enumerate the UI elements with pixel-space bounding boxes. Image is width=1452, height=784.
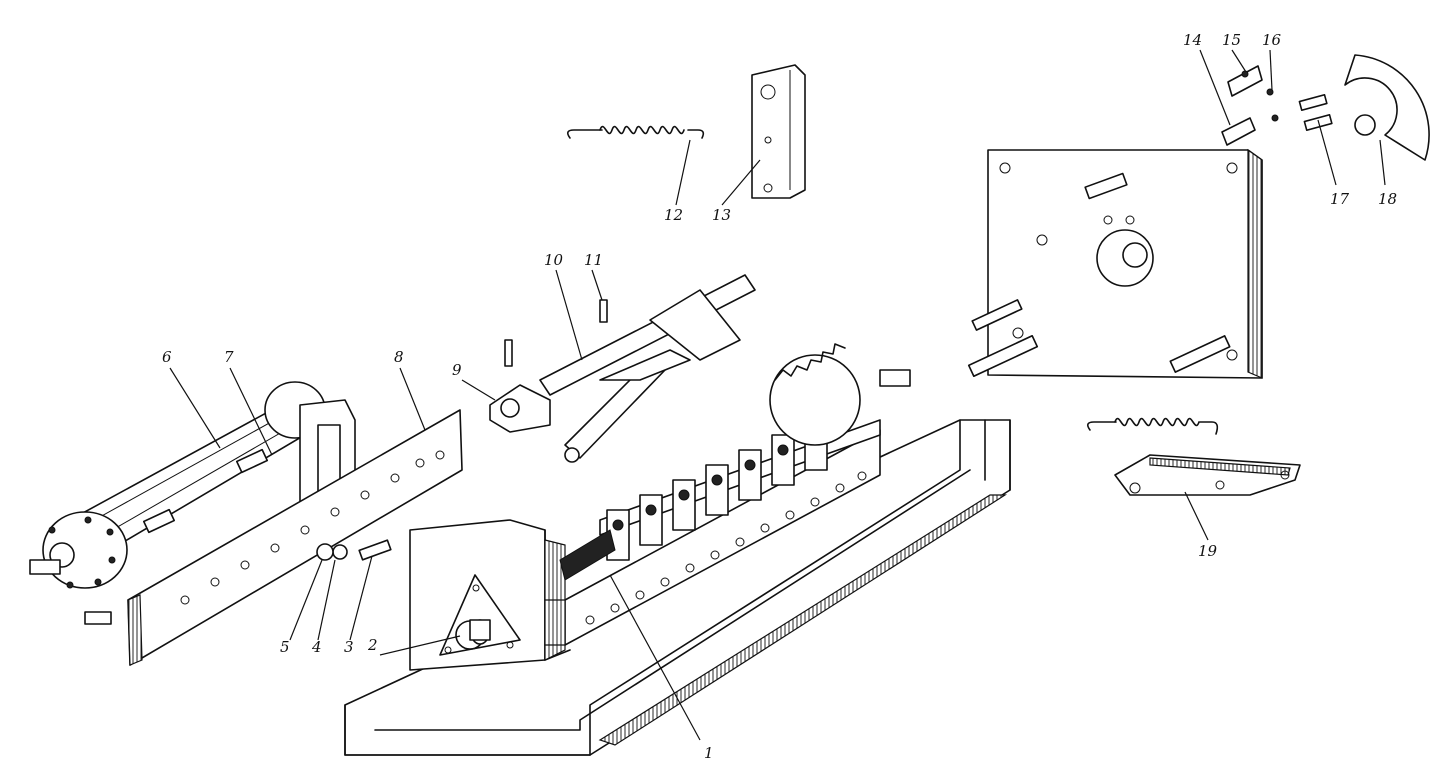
cam-segment-18: [1344, 54, 1430, 161]
leader-lines: [169, 49, 1386, 741]
pins-17: [1298, 93, 1333, 131]
label-4: 4: [311, 638, 322, 656]
label-11: 11: [584, 251, 603, 269]
label-6: 6: [162, 348, 172, 366]
label-12: 12: [664, 206, 683, 224]
label-19: 19: [1198, 542, 1218, 560]
label-16: 16: [1262, 31, 1282, 49]
label-2: 2: [367, 636, 378, 654]
base-plate: [967, 148, 1263, 379]
label-1: 1: [704, 744, 714, 762]
label-3: 3: [344, 638, 354, 656]
drum-cylinder: [29, 381, 331, 625]
mounting-bar: [127, 409, 463, 666]
small-brackets-14-15-16: [1221, 65, 1279, 146]
label-10: 10: [544, 251, 564, 269]
fasteners-3-4-5: [316, 539, 392, 561]
label-5: 5: [280, 638, 290, 656]
label-8: 8: [394, 348, 404, 366]
lever-13: [751, 64, 806, 199]
label-18: 18: [1378, 190, 1397, 208]
spring-12: [566, 125, 705, 139]
label-17: 17: [1330, 190, 1350, 208]
callout-labels: 1 2 3 4 5 6 7 8 9 10 11 12 13 14 15 16 1…: [162, 31, 1397, 762]
contact-block-assembly: [544, 343, 911, 646]
label-7: 7: [224, 348, 234, 366]
label-13: 13: [712, 206, 731, 224]
shaft-fork-assembly: [489, 274, 756, 463]
label-14: 14: [1183, 31, 1202, 49]
spring-link-19: [1086, 417, 1301, 496]
label-15: 15: [1222, 31, 1241, 49]
label-9: 9: [452, 361, 462, 379]
